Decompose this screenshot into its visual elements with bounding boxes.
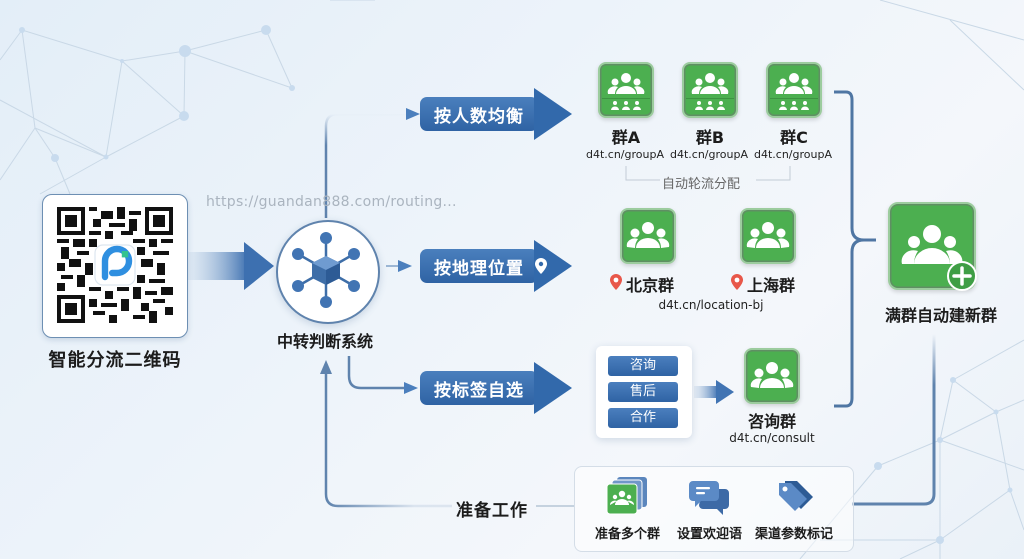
group-name: 群C	[780, 128, 808, 147]
route-geo-arrow[interactable]: 按地理位置	[420, 240, 572, 292]
group-icon	[766, 62, 822, 118]
group-name: 咨询群	[747, 412, 796, 431]
prep-item-label: 设置欢迎语	[677, 527, 743, 542]
route-geo-label: 按地理位置	[434, 259, 524, 279]
prep-card: 准备多个群 设置欢迎语 渠道参数标记	[574, 466, 854, 552]
group-name: 群A	[611, 128, 641, 147]
tag-icon	[779, 481, 813, 511]
routing-hub[interactable]	[276, 220, 380, 324]
qr-code-label: 智能分流二维码	[48, 350, 182, 371]
group-name: 上海群	[747, 276, 796, 295]
group-name: 北京群	[626, 276, 675, 295]
tag-option[interactable]: 咨询	[608, 356, 678, 376]
map-pin-icon	[535, 258, 547, 274]
group-link[interactable]: d4t.cn/groupA	[670, 148, 748, 161]
group-icon	[620, 208, 676, 264]
group-link[interactable]: d4t.cn/groupA	[586, 148, 664, 161]
group-icon	[740, 208, 796, 264]
group-link[interactable]: d4t.cn/groupA	[754, 148, 832, 161]
route-tag-label: 按标签自选	[434, 381, 524, 401]
group-icon	[682, 62, 738, 118]
map-pin-icon	[731, 274, 743, 290]
group-name: 群B	[695, 128, 725, 147]
route-balance-label: 按人数均衡	[434, 107, 524, 127]
hub-label: 中转判断系统	[276, 332, 373, 351]
routing-url[interactable]: https://guandan888.com/routing...	[206, 194, 457, 210]
network-hub-icon	[292, 232, 360, 308]
map-pin-icon	[610, 274, 622, 290]
geo-link[interactable]: d4t.cn/location-bj	[658, 298, 764, 312]
tag-option[interactable]: 售后	[608, 382, 678, 402]
prep-item-label: 准备多个群	[595, 527, 661, 542]
tag-selector-card: 咨询 售后 合作	[596, 346, 692, 438]
chat-bubbles-icon	[689, 481, 729, 515]
tag-option[interactable]: 合作	[608, 408, 678, 428]
qr-code-card[interactable]	[42, 194, 188, 338]
round-robin-note: 自动轮流分配	[662, 177, 741, 192]
group-add-icon	[888, 202, 977, 291]
prep-label: 准备工作	[456, 501, 528, 521]
qr-code-icon	[57, 207, 173, 323]
stacked-groups-icon	[606, 477, 647, 515]
group-icon	[744, 348, 800, 404]
qr-to-hub-arrow	[188, 242, 274, 290]
route-tag-arrow[interactable]: 按标签自选	[420, 362, 572, 414]
group-icon	[598, 62, 654, 118]
auto-new-group-label: 满群自动建新群	[884, 306, 997, 325]
group-link[interactable]: d4t.cn/consult	[729, 431, 815, 445]
prep-item-label: 渠道参数标记	[755, 527, 834, 542]
route-balance-arrow[interactable]: 按人数均衡	[420, 88, 572, 140]
